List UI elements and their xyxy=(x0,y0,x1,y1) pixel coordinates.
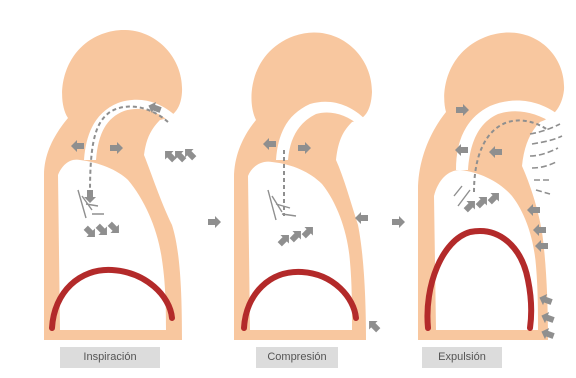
panel-inspiracion xyxy=(44,30,198,340)
panel-expulsion xyxy=(392,32,564,341)
panel-compresion xyxy=(208,33,382,340)
caption-compresion: Compresión xyxy=(256,347,338,368)
arrow-icon xyxy=(208,216,221,228)
arrow-icon xyxy=(392,216,405,228)
expelled-air-lines xyxy=(530,124,562,194)
mouth-opening xyxy=(156,120,184,146)
caption-expulsion: Expulsión xyxy=(422,347,502,368)
arrow-icon xyxy=(365,317,383,335)
caption-inspiracion: Inspiración xyxy=(60,347,160,368)
